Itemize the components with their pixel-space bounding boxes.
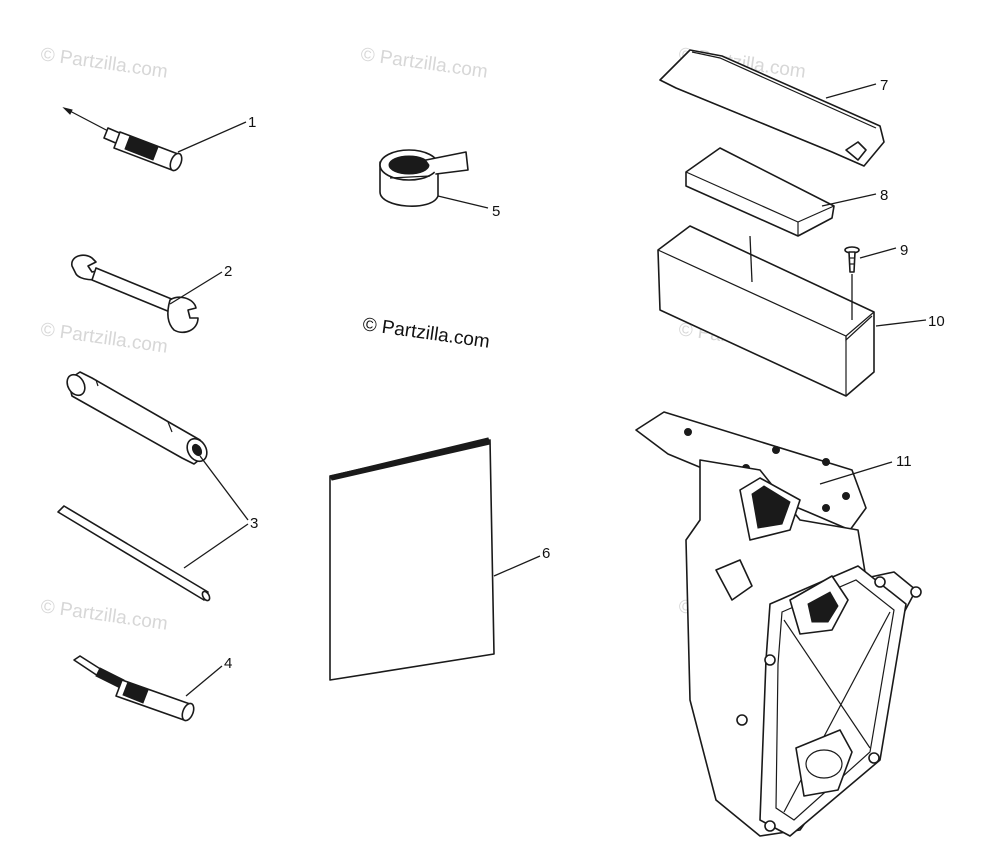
watermark: © Partzilla.com — [39, 596, 169, 635]
callout-2: 2 — [224, 263, 232, 280]
lid-part — [659, 49, 885, 167]
battery-box-part — [657, 225, 875, 397]
watermark: © Partzilla.com — [39, 319, 169, 358]
callout-4: 4 — [224, 655, 232, 672]
tape-roll-part — [379, 149, 469, 207]
callout-labels: 1 2 3 4 5 6 7 8 9 10 11 — [224, 77, 945, 672]
center-watermark: © Partzilla.com — [361, 314, 491, 353]
callout-1: 1 — [248, 114, 256, 131]
leader-lines — [169, 83, 927, 697]
wrench-part — [71, 254, 199, 334]
screwdriver-part — [62, 107, 183, 172]
callout-9: 9 — [900, 242, 908, 259]
watermark: © Partzilla.com — [359, 44, 489, 83]
airbox-assembly-part — [635, 411, 922, 837]
callout-8: 8 — [880, 187, 888, 204]
watermark: © Partzilla.com — [39, 44, 169, 83]
callout-11: 11 — [896, 453, 912, 470]
screw-part — [844, 246, 860, 273]
manual-booklet-part — [329, 437, 495, 681]
callout-3: 3 — [250, 515, 258, 532]
small-screwdriver-part — [73, 655, 195, 722]
callout-5: 5 — [492, 203, 500, 220]
callout-6: 6 — [542, 545, 550, 562]
callout-10: 10 — [928, 313, 945, 330]
pad-part — [685, 147, 835, 237]
callout-7: 7 — [880, 77, 888, 94]
socket-wrench-part — [57, 371, 211, 602]
